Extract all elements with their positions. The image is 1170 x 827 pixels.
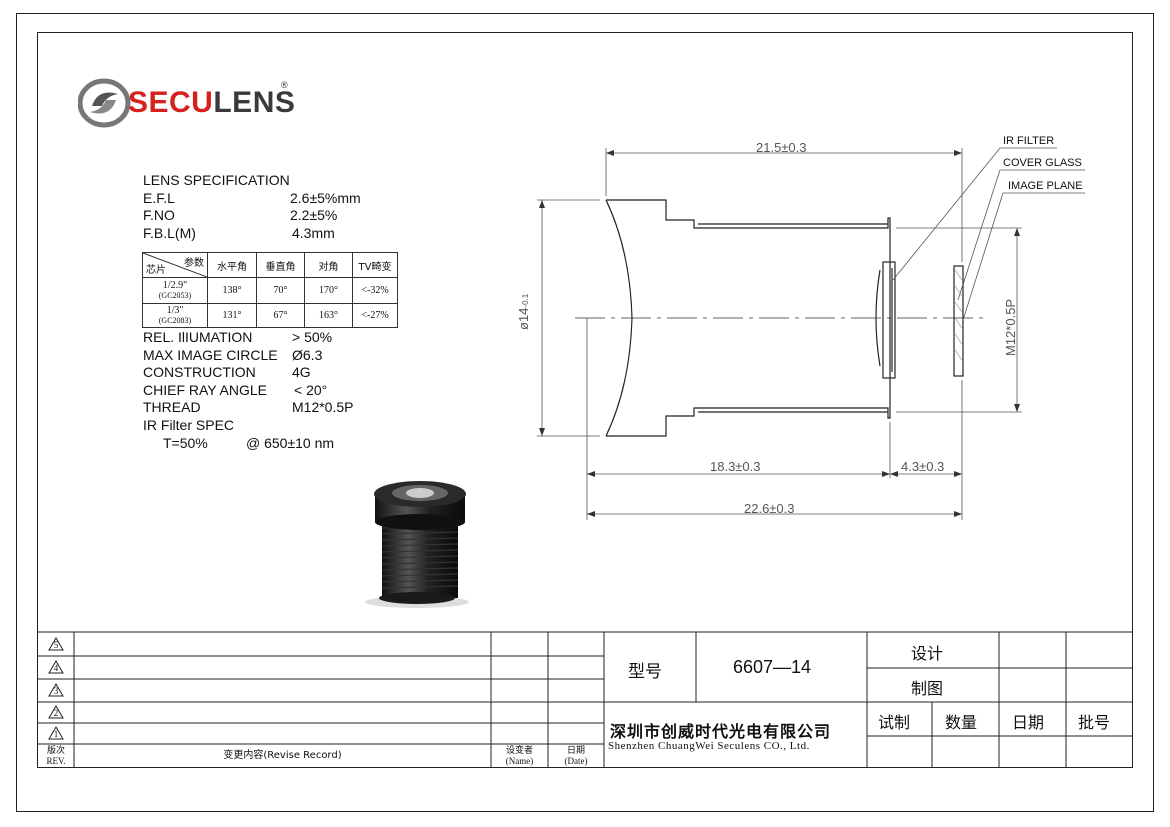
dim-diameter: ø14-0.1	[516, 293, 531, 330]
fov-value: 170°	[304, 277, 353, 304]
spec-label: MAX IMAGE CIRCLE	[143, 347, 278, 363]
revision-triangle-icon	[48, 637, 64, 651]
model-value: 6607—14	[733, 657, 812, 677]
fov-value: <-32%	[352, 277, 398, 304]
spec-value: 4.3mm	[292, 225, 335, 241]
spec-label: F.B.L(M)	[143, 225, 196, 241]
spec-title: LENS SPECIFICATION	[143, 172, 290, 188]
sensor-chip: (GC2053)	[158, 290, 192, 300]
spec-label: CONSTRUCTION	[143, 364, 256, 380]
rev-mark: 1	[53, 729, 59, 739]
spec-label: F.NO	[143, 207, 175, 223]
fov-value: 67°	[256, 303, 305, 328]
diagonal-line	[143, 253, 207, 277]
dim-total-length: 22.6±0.3	[744, 501, 795, 516]
rev-mark: 2	[53, 708, 59, 718]
dim-thread: M12*0.5P	[1003, 298, 1018, 356]
rev-header-en: REV.	[46, 756, 66, 766]
sensor-size: 1/2.9"	[162, 279, 188, 291]
fov-sensor-cell: 1/3"(GC2083)	[142, 303, 208, 328]
fov-value: 163°	[304, 303, 353, 328]
fov-header: 水平角	[207, 252, 257, 278]
seculens-logo-icon	[78, 78, 131, 128]
inner-border	[37, 32, 1133, 768]
date-header-cn: 日期	[566, 746, 585, 756]
spec-label: CHIEF RAY ANGLE	[143, 382, 267, 398]
design-label: 设计	[911, 644, 944, 663]
trial-label: 试制	[878, 713, 911, 732]
revise-record-header: 变更内容(Revise Record)	[223, 750, 342, 761]
fov-value: 131°	[207, 303, 257, 328]
spec-value: Ø6.3	[292, 347, 323, 363]
revision-triangle-icon	[48, 705, 64, 719]
rev-mark: 4	[53, 663, 59, 673]
fov-table: 参数 芯片 水平角 垂直角 对角 TV畸变 1/2.9"(GC2053) 138…	[142, 252, 398, 328]
revision-triangle-icon	[48, 660, 64, 674]
date-label: 日期	[1012, 713, 1045, 732]
fov-header: TV畸变	[352, 252, 398, 278]
ir-wavelength: @ 650±10 nm	[246, 435, 335, 451]
spec-value: 2.2±5%	[290, 207, 338, 223]
ir-transmission: T=50%	[163, 435, 208, 451]
quantity-label: 数量	[945, 713, 978, 732]
spec-label: THREAD	[143, 399, 201, 415]
dim-overall-length: 21.5±0.3	[756, 140, 807, 155]
spec-label: REL. IlIUMATION	[143, 329, 253, 345]
spec-value: 2.6±5%mm	[290, 190, 361, 206]
drawn-label: 制图	[911, 679, 944, 698]
corner-top-label: 参数	[184, 258, 204, 269]
spec-label: E.F.L	[143, 190, 175, 206]
fov-value: <-27%	[352, 303, 398, 328]
spec-value: < 20°	[294, 382, 328, 398]
designer-header-en: (Name)	[505, 756, 534, 766]
fov-value: 138°	[207, 277, 257, 304]
ir-filter-title: IR Filter SPEC	[143, 417, 235, 433]
dim-barrel-length: 18.3±0.3	[710, 459, 761, 474]
callout-image-plane: IMAGE PLANE	[1008, 180, 1083, 192]
corner-bottom-label: 芯片	[146, 265, 166, 276]
outer-border	[16, 13, 1154, 812]
revision-triangle-icon	[48, 683, 64, 697]
sensor-chip: (GC2083)	[158, 315, 192, 325]
fov-corner-cell: 参数 芯片	[142, 252, 208, 278]
date-header-en: (Date)	[564, 756, 588, 766]
callout-cover-glass: COVER GLASS	[1003, 157, 1082, 169]
lens-photo-icon	[365, 481, 469, 608]
rev-header-cn: 版次	[46, 746, 65, 756]
sensor-size: 1/3"	[166, 304, 184, 316]
company-name-en: Shenzhen ChuangWei Seculens CO., Ltd.	[608, 740, 810, 752]
fov-header: 垂直角	[256, 252, 305, 278]
fov-header: 对角	[304, 252, 353, 278]
designer-header-cn: 设变者	[505, 746, 533, 756]
revision-triangle-icon	[48, 726, 64, 740]
rev-mark: 3	[53, 686, 59, 696]
callout-ir-filter: IR FILTER	[1003, 135, 1055, 147]
batch-label: 批号	[1078, 713, 1111, 732]
fov-sensor-cell: 1/2.9"(GC2053)	[142, 277, 208, 304]
rev-mark: 5	[53, 640, 59, 650]
brand-name: SECULENS	[128, 86, 296, 119]
registered-mark: ®	[281, 80, 288, 90]
fov-value: 70°	[256, 277, 305, 304]
spec-value: 4G	[292, 364, 311, 380]
company-name-cn: 深圳市创威时代光电有限公司	[610, 722, 832, 741]
spec-value: M12*0.5P	[292, 399, 354, 415]
model-label: 型号	[628, 662, 662, 682]
spec-value: > 50%	[292, 329, 333, 345]
dim-back-focus: 4.3±0.3	[901, 459, 945, 474]
